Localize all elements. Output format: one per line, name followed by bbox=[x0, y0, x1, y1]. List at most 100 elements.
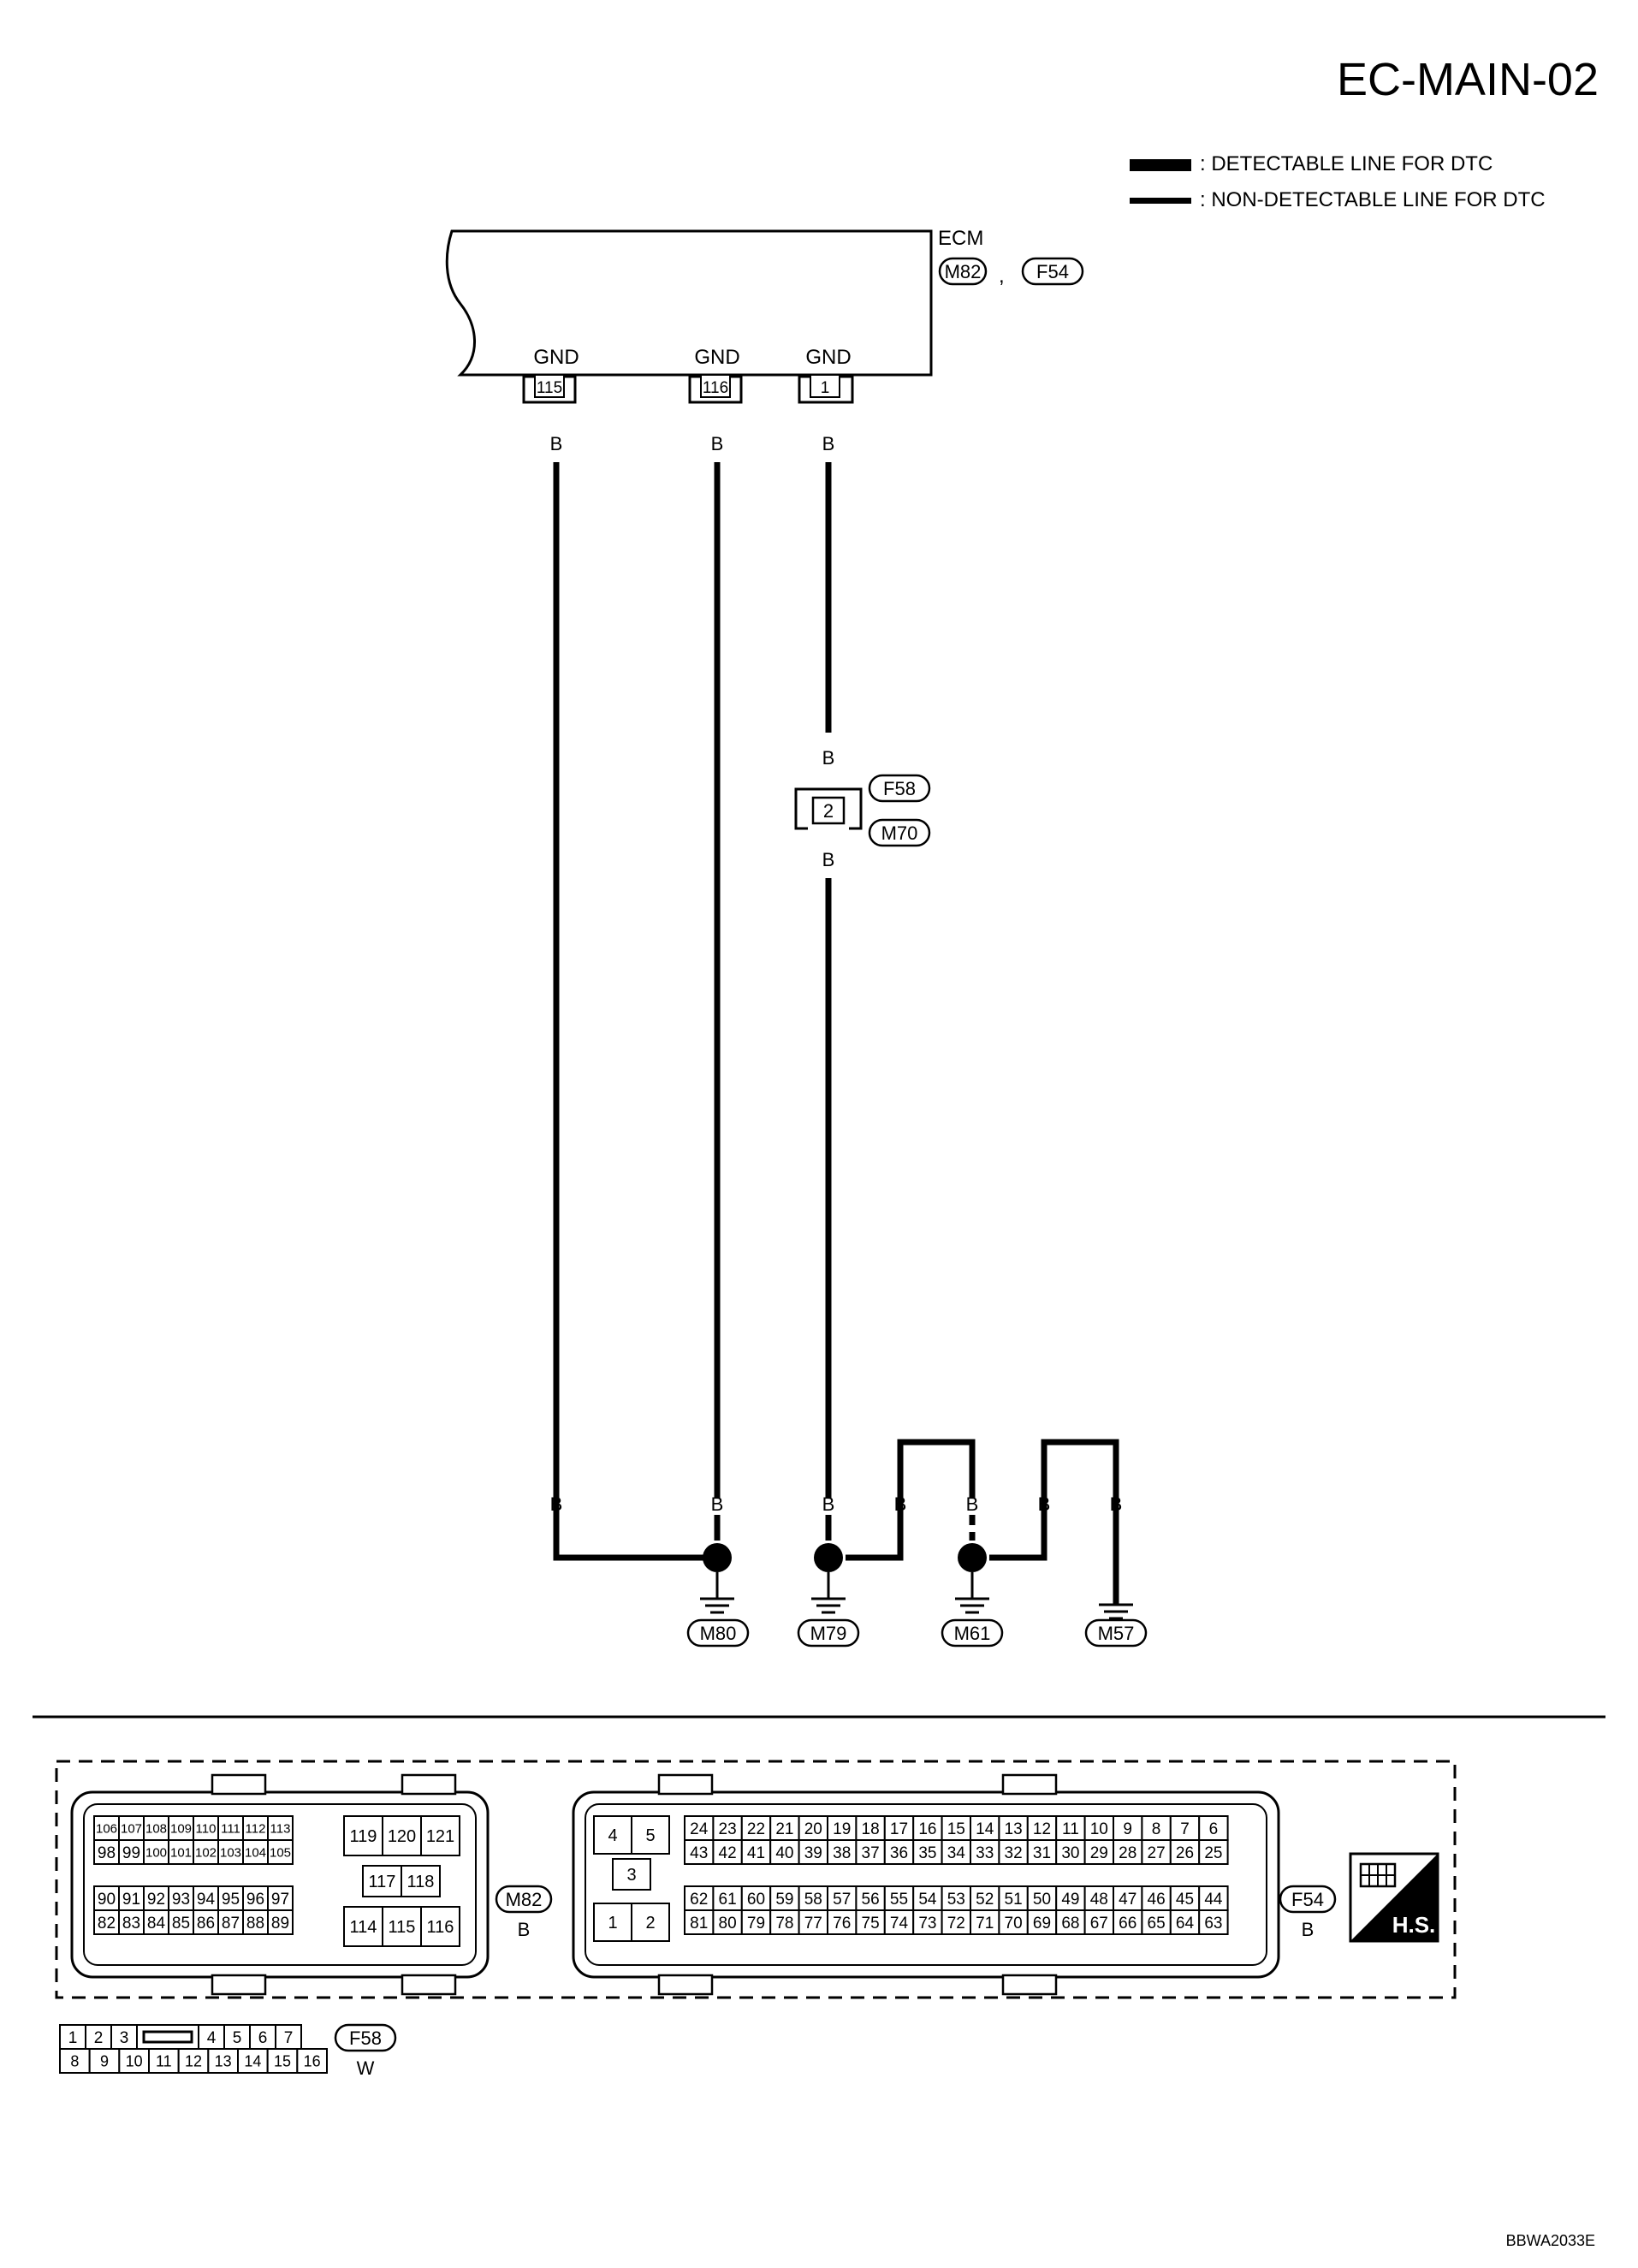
pin-cell bbox=[712, 1839, 743, 1865]
pin-cell bbox=[118, 1839, 145, 1865]
pin-number: 2 bbox=[94, 2029, 104, 2047]
pin-cell bbox=[1141, 1885, 1172, 1911]
pin-number: 11 bbox=[1062, 1820, 1079, 1838]
pin-number: 8 bbox=[70, 2052, 79, 2069]
f58-connector-id: F58 bbox=[349, 2028, 382, 2049]
pin-cell bbox=[912, 1839, 943, 1865]
non-detectable-line-swatch bbox=[1130, 198, 1191, 205]
pin-cell bbox=[401, 1865, 441, 1897]
pin-number: 101 bbox=[170, 1845, 192, 1860]
terminal-116-gnd-label: GND bbox=[694, 346, 739, 369]
f54-connector-housing bbox=[572, 1773, 1280, 1996]
pin-number: 71 bbox=[976, 1915, 994, 1933]
pin-number: 23 bbox=[719, 1820, 737, 1838]
pin-number: 16 bbox=[304, 2052, 321, 2069]
pin-number: 79 bbox=[747, 1915, 765, 1933]
pin-cell bbox=[631, 1903, 670, 1942]
pin-cell bbox=[88, 2048, 121, 2074]
inline-connector-f58-label: F58 bbox=[883, 778, 916, 799]
pin-cell bbox=[998, 1839, 1029, 1865]
pin-cell bbox=[168, 1815, 194, 1841]
pin-number: 66 bbox=[1119, 1915, 1137, 1933]
ground-symbol-m80 bbox=[700, 1572, 734, 1614]
terminal-116-pin: 116 bbox=[703, 379, 728, 397]
pin-cell bbox=[266, 2048, 299, 2074]
pin-number: 67 bbox=[1090, 1915, 1108, 1933]
pin-cell bbox=[420, 1906, 460, 1947]
pin-number: 46 bbox=[1148, 1891, 1166, 1909]
pin-cell bbox=[612, 1858, 651, 1891]
pin-number: 11 bbox=[156, 2052, 172, 2069]
legend-non-detectable: : NON-DETECTABLE LINE FOR DTC bbox=[1130, 188, 1546, 212]
splice-m61 bbox=[958, 1543, 987, 1572]
pin-number: 3 bbox=[626, 1866, 636, 1885]
connector-face-icon bbox=[1359, 1862, 1397, 1888]
pin-cell bbox=[1198, 1885, 1229, 1911]
pin-number: 102 bbox=[195, 1845, 217, 1860]
pin-cell bbox=[1083, 1909, 1114, 1935]
pin-number: 45 bbox=[1176, 1891, 1194, 1909]
pin-cell bbox=[1198, 1815, 1229, 1841]
pin-cell bbox=[1169, 1909, 1201, 1935]
pin-number: 18 bbox=[862, 1820, 880, 1838]
pin-number: 55 bbox=[890, 1891, 908, 1909]
pin-number: 64 bbox=[1176, 1915, 1195, 1933]
pin-number: 85 bbox=[172, 1915, 190, 1933]
pin-number: 39 bbox=[804, 1844, 822, 1862]
pin-cell bbox=[970, 1885, 1000, 1911]
f54-connector-color: B bbox=[1302, 1919, 1315, 1940]
pin-number: 116 bbox=[427, 1918, 454, 1937]
pin-number: 59 bbox=[775, 1891, 793, 1909]
pin-number: 88 bbox=[246, 1915, 264, 1933]
ground-symbol-m61 bbox=[955, 1572, 989, 1614]
pin-number: 22 bbox=[747, 1820, 765, 1838]
pin-number: 29 bbox=[1090, 1844, 1108, 1862]
pin-number: 81 bbox=[690, 1915, 708, 1933]
pin-number: 121 bbox=[426, 1827, 454, 1846]
pin-cell bbox=[217, 1909, 244, 1935]
pin-number: 73 bbox=[918, 1915, 936, 1933]
pin-number: 40 bbox=[775, 1844, 793, 1862]
pin-number: 72 bbox=[947, 1915, 965, 1933]
terminal-1-pin-box bbox=[810, 374, 840, 398]
pin-cell bbox=[1169, 1885, 1201, 1911]
pin-number: 89 bbox=[271, 1915, 289, 1933]
pin-number: 33 bbox=[976, 1844, 994, 1862]
pin-cell bbox=[1083, 1815, 1114, 1841]
pin-number: 44 bbox=[1204, 1891, 1223, 1909]
f58-connector-tag bbox=[334, 2023, 397, 2052]
terminal-115-gnd-label: GND bbox=[533, 346, 579, 369]
ground-label-m79: M79 bbox=[810, 1623, 847, 1644]
pin-number: 51 bbox=[1005, 1891, 1023, 1909]
pin-cell bbox=[217, 1839, 244, 1865]
pin-number: 75 bbox=[862, 1915, 880, 1933]
pin-number: 7 bbox=[284, 2029, 294, 2047]
pin-number: 113 bbox=[270, 1821, 291, 1836]
pin-number: 118 bbox=[407, 1873, 435, 1891]
pin-cell bbox=[998, 1909, 1029, 1935]
terminal-115-pin: 115 bbox=[537, 379, 562, 397]
pin-number: 56 bbox=[862, 1891, 880, 1909]
pin-cell bbox=[275, 2024, 302, 2050]
ecm-label: ECM bbox=[938, 227, 983, 250]
ecm-connector-separator: , bbox=[999, 264, 1005, 288]
pin-number: 80 bbox=[719, 1915, 737, 1933]
pin-cell bbox=[769, 1909, 800, 1935]
pin-cell bbox=[912, 1815, 943, 1841]
pin-number: 57 bbox=[833, 1891, 851, 1909]
pin-number: 78 bbox=[775, 1915, 793, 1933]
pin-cell bbox=[85, 2024, 112, 2050]
pin-number: 69 bbox=[1033, 1915, 1051, 1933]
pin-number: 27 bbox=[1148, 1844, 1166, 1862]
pin-number: 36 bbox=[890, 1844, 908, 1862]
page-title: EC-MAIN-02 bbox=[1336, 54, 1599, 105]
pin-number: 1 bbox=[608, 1914, 617, 1933]
f54-connector-id: F54 bbox=[1291, 1889, 1324, 1910]
pin-cell bbox=[1026, 1815, 1058, 1841]
pin-number: 90 bbox=[98, 1891, 116, 1909]
pin-cell bbox=[168, 1839, 194, 1865]
pin-number: 24 bbox=[690, 1820, 709, 1838]
pin-number: 12 bbox=[1033, 1820, 1051, 1838]
